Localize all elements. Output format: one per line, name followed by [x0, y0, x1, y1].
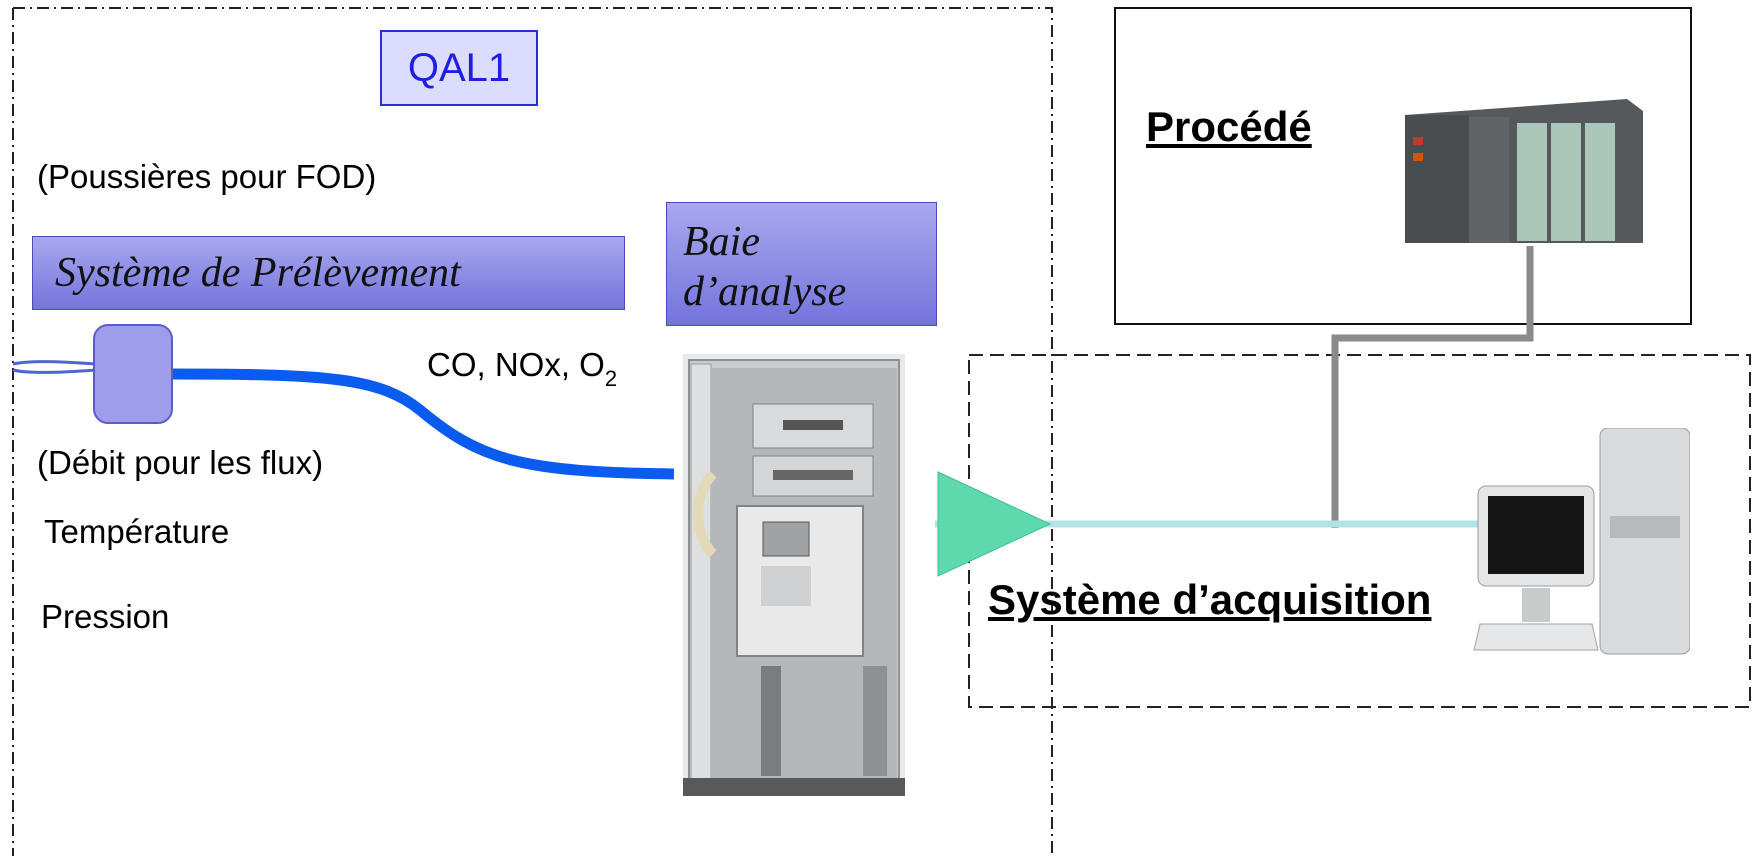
process-link-line: [1331, 246, 1534, 528]
signal-triangle-icon: [937, 471, 1052, 577]
analysis-bay-line1: Baie: [683, 219, 760, 265]
flow-note: (Débit pour les flux): [37, 444, 324, 481]
acquisition-title: Système d’acquisition: [988, 576, 1432, 623]
analysis-bay-banner: Baie d’analyse: [666, 202, 937, 326]
process-box: [1114, 7, 1692, 325]
plc-rack-icon: [1405, 99, 1643, 243]
gases-label: CO, NOx, O2: [427, 346, 617, 392]
gases-text: CO, NOx, O: [427, 346, 605, 383]
probe-tube: [12, 360, 97, 374]
sampling-system-text: Système de Prélèvement: [55, 250, 461, 296]
analysis-cabinet-icon: [683, 354, 905, 796]
qal1-text: QAL1: [407, 45, 511, 90]
dust-note: (Poussières pour FOD): [37, 158, 377, 195]
qal1-label: QAL1: [380, 30, 538, 106]
pressure-label: Pression: [41, 598, 170, 635]
sampling-line: [171, 368, 675, 480]
temperature-label: Température: [44, 513, 230, 550]
gases-subscript: 2: [604, 366, 618, 391]
qal1-frame: [12, 7, 1053, 856]
analysis-bay-line2: d’analyse: [683, 269, 847, 315]
probe-icon: [93, 324, 173, 424]
sampling-system-banner: Système de Prélèvement: [32, 236, 625, 310]
desktop-computer-icon: [1473, 428, 1690, 655]
process-title: Procédé: [1146, 103, 1312, 150]
